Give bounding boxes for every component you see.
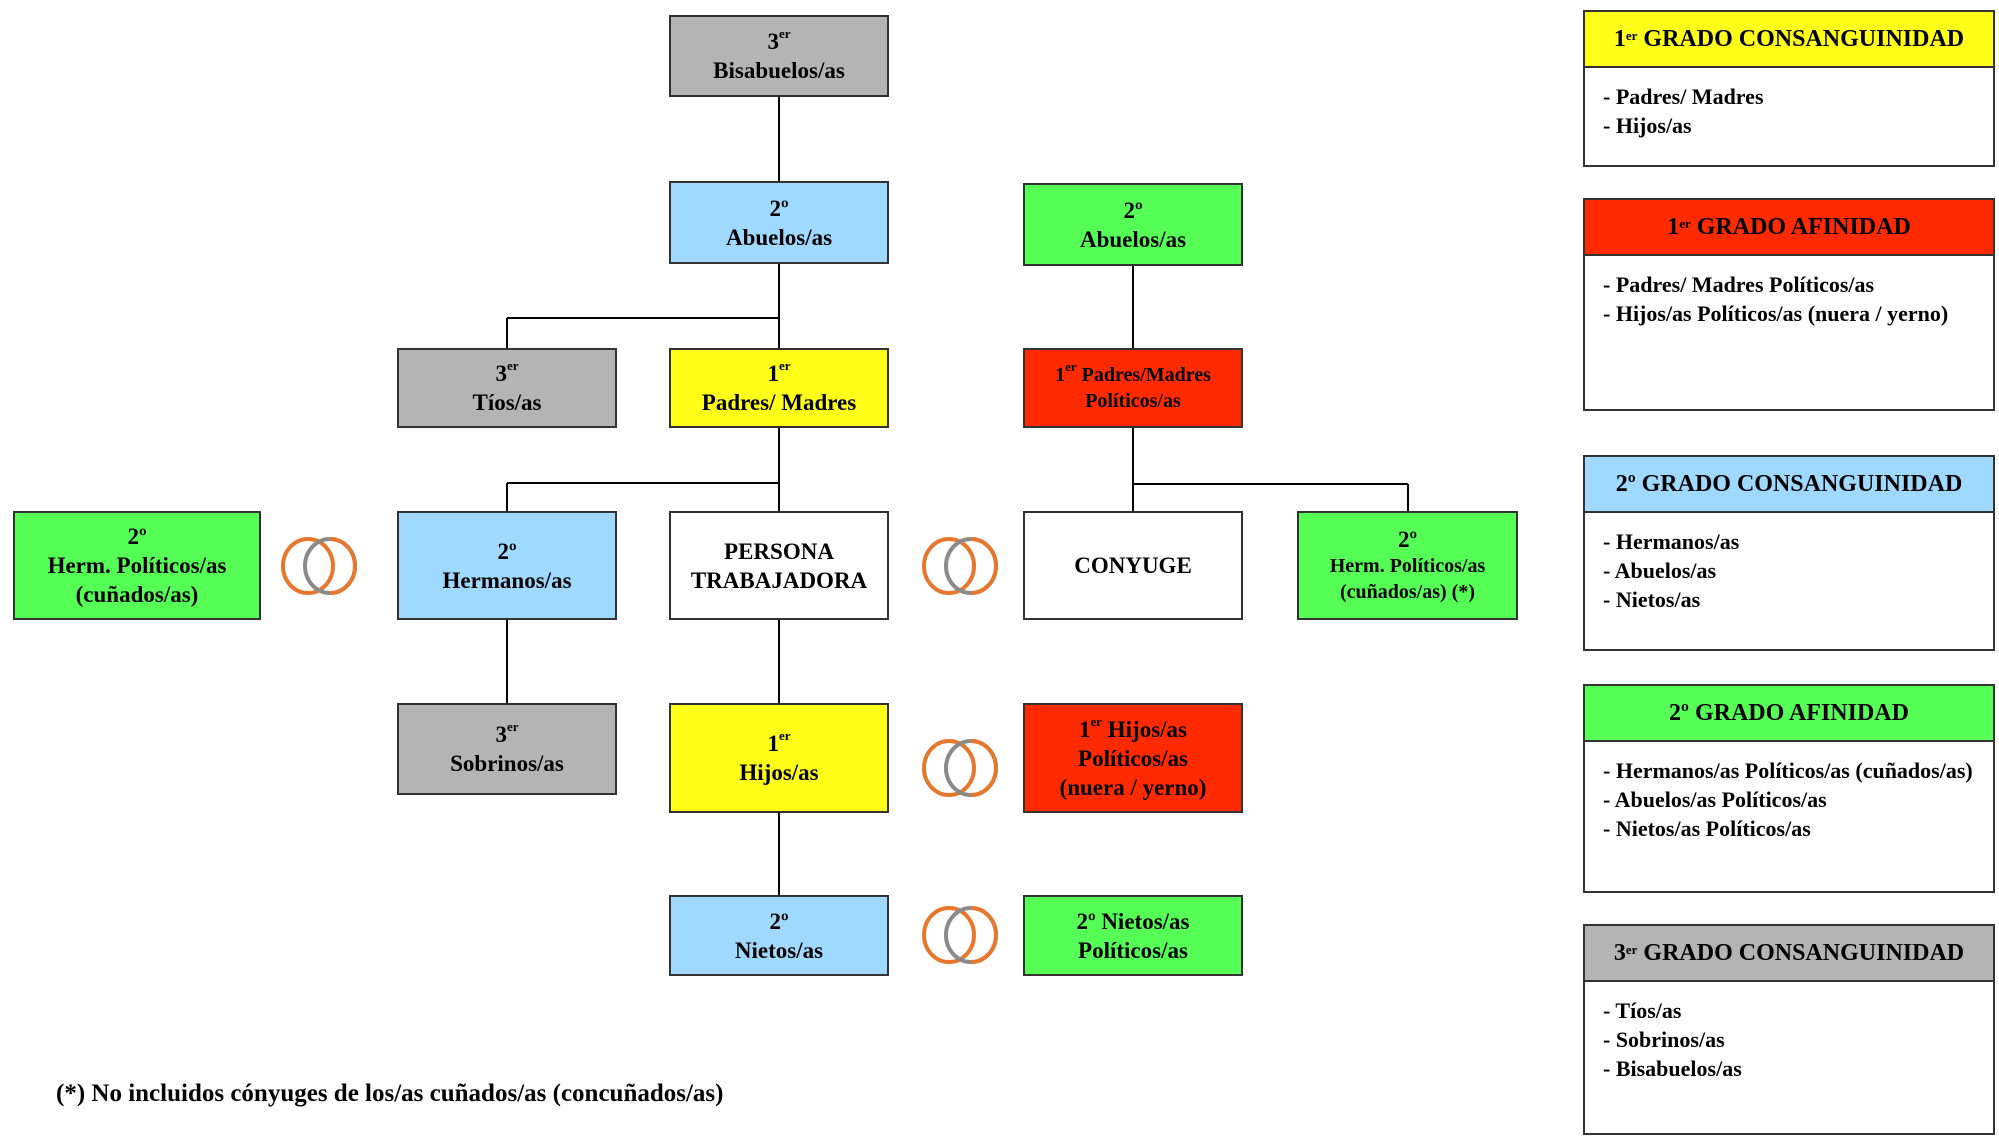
node-conyuge: CONYUGE	[1023, 511, 1243, 620]
node-hermanos-politicos-right: 2º Herm. Políticos/as (cuñados/as) (*)	[1297, 511, 1518, 620]
node-padres-politicos: 1er Padres/Madres Políticos/as	[1023, 348, 1243, 428]
relation-label: Tíos/as	[472, 390, 542, 415]
degree-label: 1er	[767, 358, 791, 386]
wedding-rings-icon	[922, 537, 998, 595]
relation-label: Herm. Políticos/as	[47, 553, 227, 578]
relation-label: Hermanos/as	[442, 567, 572, 593]
relation-label: PERSONA	[724, 538, 834, 564]
degree-label: 2º	[769, 195, 789, 221]
relation-label-2: (cuñados/as)	[75, 582, 199, 607]
relation-label: CONYUGE	[1074, 553, 1192, 578]
relation-label: Herm. Políticos/as	[1329, 554, 1486, 577]
node-hermanos: 2º Hermanos/as	[397, 511, 617, 620]
relation-label: 2º Nietos/as	[1076, 908, 1190, 934]
legend-header: 2º GRADO AFINIDAD	[1585, 686, 1993, 742]
legend-items: - Padres/ Madres - Hijos/as	[1585, 68, 1993, 140]
legend-item: - Hermanos/as Políticos/as (cuñados/as)	[1603, 758, 1973, 783]
relation-label-2: (cuñados/as) (*)	[1339, 580, 1475, 603]
node-persona-trabajadora: PERSONA TRABAJADORA	[669, 511, 889, 620]
node-tios: 3er Tíos/as	[397, 348, 617, 428]
relation-label-3: (nuera / yerno)	[1059, 774, 1207, 800]
node-hijos: 1er Hijos/as	[669, 703, 889, 813]
degree-label: 2º	[127, 524, 147, 549]
legend-item: - Hermanos/as	[1603, 529, 1740, 554]
wedding-rings-icon	[281, 537, 357, 595]
legend-items: - Hermanos/as - Abuelos/as - Nietos/as	[1585, 513, 1993, 614]
legend-item: - Padres/ Madres Políticos/as	[1603, 272, 1875, 297]
degree-label: 2º	[769, 908, 789, 934]
relation-label: Abuelos/as	[1079, 226, 1187, 252]
relation-label: 1er Hijos/as	[1078, 713, 1188, 742]
relation-label: Abuelos/as	[725, 224, 833, 250]
node-nietos-politicos: 2º Nietos/as Políticos/as	[1023, 895, 1243, 976]
degree-label: 2º	[1397, 526, 1418, 552]
node-padres: 1er Padres/ Madres	[669, 348, 889, 428]
relation-label-2: Políticos/as	[1078, 745, 1188, 771]
relation-label: Padres/ Madres	[701, 390, 857, 415]
node-abuelos: 2º Abuelos/as	[669, 181, 889, 264]
relation-label: Hijos/as	[739, 760, 819, 785]
legend-header: 2º GRADO CONSANGUINIDAD	[1585, 457, 1993, 513]
legend-item: - Nietos/as Políticos/as	[1603, 816, 1811, 841]
node-hijos-politicos: 1er Hijos/as Políticos/as (nuera / yerno…	[1023, 703, 1243, 813]
node-nietos: 2º Nietos/as	[669, 895, 889, 976]
node-hermanos-politicos-left: 2º Herm. Políticos/as (cuñados/as)	[13, 511, 261, 620]
relation-label-2: Políticos/as	[1085, 390, 1181, 412]
legend-item: - Bisabuelos/as	[1603, 1056, 1742, 1081]
footnote: (*) No incluidos cónyuges de los/as cuña…	[56, 1080, 724, 1107]
legend-box-2-afinidad: 2º GRADO AFINIDAD - Hermanos/as Político…	[1583, 684, 1995, 893]
wedding-rings-icon	[922, 906, 998, 964]
legend-item: - Tíos/as	[1603, 998, 1682, 1023]
degree-label: 3er	[495, 358, 519, 386]
relation-label: Bisabuelos/as	[713, 58, 845, 83]
node-bisabuelos: 3er Bisabuelos/as	[669, 15, 889, 97]
wedding-rings-icon	[922, 739, 998, 797]
legend-item: - Abuelos/as	[1603, 558, 1717, 583]
degree-label: 2º	[1123, 197, 1143, 223]
degree-label: 2º	[497, 538, 517, 564]
legend-item: - Padres/ Madres	[1603, 84, 1764, 109]
degree-label: 1er	[767, 728, 791, 756]
relation-label-2: Políticos/as	[1078, 937, 1188, 963]
legend-item: - Hijos/as	[1603, 113, 1692, 138]
degree-label: 3er	[495, 719, 519, 747]
legend-items: - Padres/ Madres Políticos/as - Hijos/as…	[1585, 256, 1993, 328]
relation-label: 1er Padres/Madres	[1055, 359, 1211, 386]
legend-item: - Sobrinos/as	[1603, 1027, 1725, 1052]
legend-items: - Tíos/as - Sobrinos/as - Bisabuelos/as	[1585, 982, 1993, 1083]
relation-label: Sobrinos/as	[450, 751, 564, 776]
node-sobrinos: 3er Sobrinos/as	[397, 703, 617, 795]
relation-label: Nietos/as	[734, 937, 824, 963]
node-abuelos-politicos: 2º Abuelos/as	[1023, 183, 1243, 266]
degree-label: 3er	[767, 26, 791, 54]
legend-items: - Hermanos/as Políticos/as (cuñados/as) …	[1585, 742, 1993, 843]
legend-box-2-consanguinidad: 2º GRADO CONSANGUINIDAD - Hermanos/as - …	[1583, 455, 1995, 651]
legend-item: - Nietos/as	[1603, 587, 1701, 612]
legend-item: - Hijos/as Políticos/as (nuera / yerno)	[1603, 301, 1949, 326]
legend-item: - Abuelos/as Políticos/as	[1603, 787, 1827, 812]
relation-label-2: TRABAJADORA	[690, 567, 868, 593]
